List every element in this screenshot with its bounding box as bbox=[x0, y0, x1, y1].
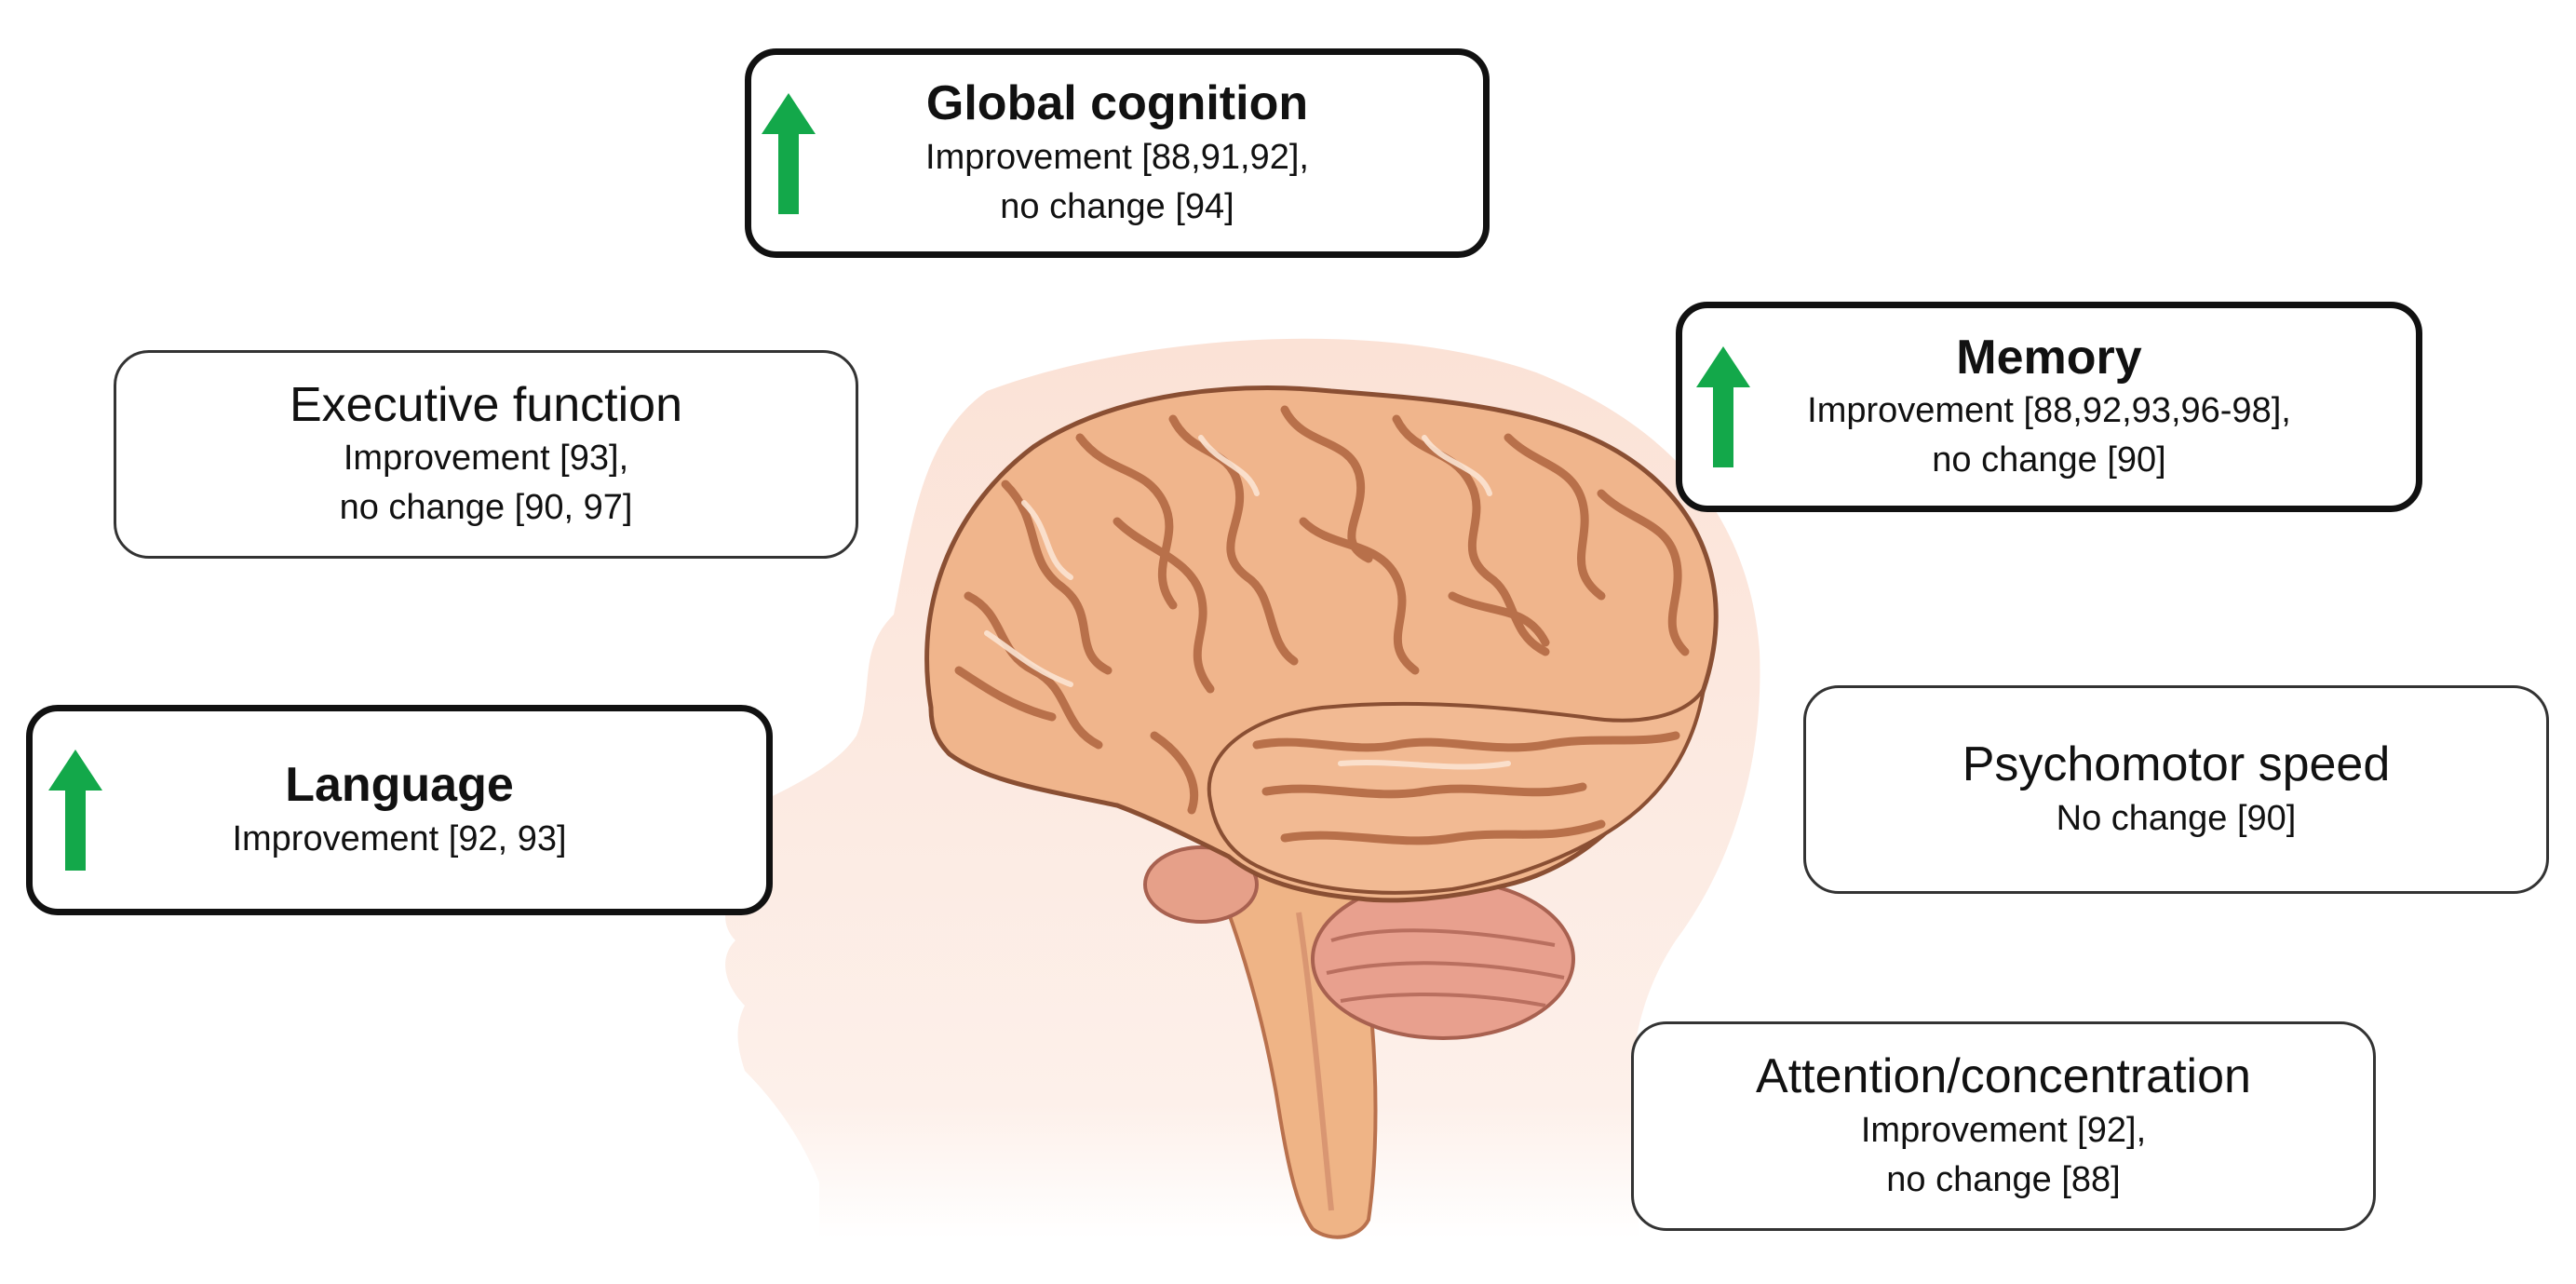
attention-concentration-title: Attention/concentration bbox=[1756, 1049, 2251, 1104]
attention-concentration-no-change: no change [88] bbox=[1886, 1159, 2121, 1199]
global-cognition-box: Global cognition Improvement [88,91,92],… bbox=[745, 48, 1490, 258]
language-box: Language Improvement [92, 93] bbox=[26, 705, 773, 915]
memory-title: Memory bbox=[1956, 330, 2142, 385]
language-up-arrow-icon bbox=[48, 750, 102, 871]
executive-function-box: Executive function Improvement [93], no … bbox=[114, 350, 858, 559]
global-cognition-no-change: no change [94] bbox=[1000, 186, 1234, 226]
psychomotor-speed-no-change: No change [90] bbox=[2056, 798, 2297, 838]
memory-no-change: no change [90] bbox=[1932, 440, 2166, 480]
memory-improvement: Improvement [88,92,93,96-98], bbox=[1807, 391, 2291, 430]
executive-function-title: Executive function bbox=[289, 377, 683, 432]
cerebellum bbox=[1311, 878, 1575, 1040]
global-cognition-improvement: Improvement [88,91,92], bbox=[925, 137, 1309, 177]
memory-box: Memory Improvement [88,92,93,96-98], no … bbox=[1676, 302, 2422, 512]
memory-up-arrow-icon bbox=[1696, 346, 1750, 467]
executive-function-no-change: no change [90, 97] bbox=[339, 488, 633, 528]
attention-concentration-box: Attention/concentration Improvement [92]… bbox=[1631, 1021, 2376, 1231]
global-cognition-title: Global cognition bbox=[925, 76, 1309, 131]
language-title: Language bbox=[285, 758, 514, 813]
psychomotor-speed-title: Psychomotor speed bbox=[1962, 737, 2391, 792]
executive-function-improvement: Improvement [93], bbox=[343, 439, 629, 478]
psychomotor-speed-box: Psychomotor speed No change [90] bbox=[1803, 685, 2549, 894]
language-improvement: Improvement [92, 93] bbox=[232, 818, 567, 858]
attention-concentration-improvement: Improvement [92], bbox=[1860, 1110, 2147, 1150]
global-cognition-up-arrow-icon bbox=[762, 93, 816, 214]
